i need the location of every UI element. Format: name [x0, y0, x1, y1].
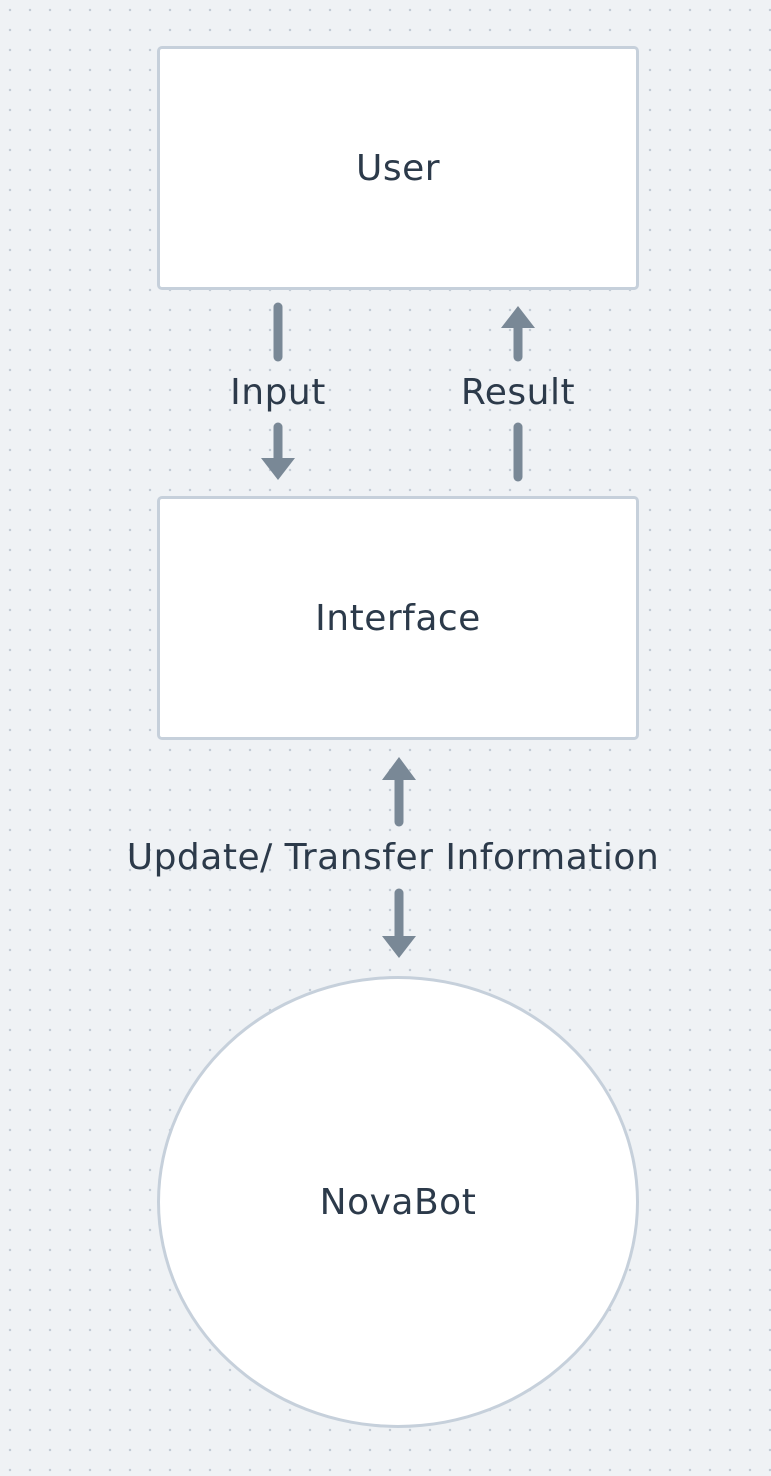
result-arrow: [501, 306, 535, 482]
arrowhead-up-icon: [382, 757, 416, 780]
novabot-node-label: NovaBot: [319, 1181, 477, 1223]
arrowhead-down-icon: [261, 458, 295, 480]
update-arrow: [382, 757, 416, 958]
update-edge-label: Update/ Transfer Information: [126, 837, 660, 878]
interface-node[interactable]: Interface: [157, 496, 639, 740]
arrowhead-down-icon: [382, 936, 416, 958]
novabot-node[interactable]: NovaBot: [157, 976, 639, 1428]
user-node[interactable]: User: [157, 46, 639, 290]
user-node-label: User: [355, 147, 441, 189]
arrowhead-up-icon: [501, 306, 535, 328]
input-edge-label: Input: [230, 372, 326, 413]
result-edge-label: Result: [460, 372, 576, 413]
interface-node-label: Interface: [315, 597, 481, 639]
input-arrow: [261, 302, 295, 480]
